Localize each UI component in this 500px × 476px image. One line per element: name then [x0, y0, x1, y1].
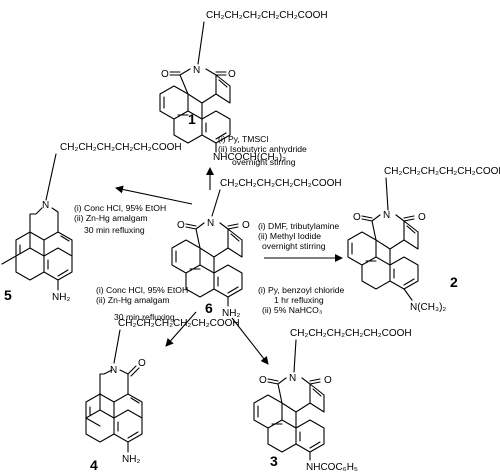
imide-nitrogen-label: N — [383, 210, 390, 221]
benzisoquinoline-skeleton — [1, 207, 73, 291]
compound-number: 6 — [205, 300, 213, 316]
compound-number: 2 — [450, 274, 458, 290]
condition-line: (i) Conc HCl, 95% EtOH — [96, 285, 188, 295]
conditions-to-compound-2: (i) DMF, tributylamine (ii) Methyl Iodid… — [258, 221, 339, 251]
condition-line: overnight stirring — [262, 241, 326, 251]
hexanoic-acid-chain: CH₂CH₂CH₂CH₂CH₂COOH — [290, 328, 412, 339]
condition-line: (i) Conc HCl, 95% EtOH — [74, 203, 166, 213]
hexanoic-acid-chain: CH₂CH₂CH₂CH₂CH₂COOH — [384, 166, 500, 177]
condition-line: (i) DMF, tributylamine — [258, 221, 339, 231]
conditions-to-compound-4: (i) Conc HCl, 95% EtOH (ii) Zn-Hg amalga… — [96, 285, 188, 322]
oxygen-atom-label: O — [259, 375, 267, 386]
naphthalimide-skeleton — [171, 222, 243, 307]
condition-line: (ii) Methyl Iodide — [258, 231, 321, 241]
hexanoic-acid-chain: CH₂CH₂CH₂CH₂CH₂COOH — [220, 178, 342, 189]
imide-carbonyls: O O N — [177, 218, 250, 231]
naphthalimide-skeleton — [253, 377, 325, 461]
compound-2: O O N CH₂CH₂CH₂CH₂CH₂COOH N(CH₃)₂ 2 — [347, 166, 500, 313]
dimethylamino-substituent: N(CH₃)₂ — [410, 302, 446, 313]
imide-nitrogen-label: N — [289, 373, 296, 384]
compound-3: O O N CH₂CH₂CH₂CH₂CH₂COOH NHCOC₆H₅ 3 — [253, 328, 412, 473]
amino-substituent: NH₂ — [52, 292, 70, 303]
naphthalimide-skeleton — [159, 68, 231, 153]
oxygen-atom-label: O — [242, 220, 250, 231]
condition-line: 1 hr refluxing — [274, 295, 324, 305]
compound-number: 3 — [270, 453, 278, 469]
lactam-nitrogen-label: N — [110, 365, 117, 376]
conditions-to-compound-1: (i) Py, TMSCl (ii) Isobutyric anhydride … — [218, 134, 307, 167]
compound-1: O O N CH₂CH₂CH₂CH₂CH₂COOH NHCOCH(CH₃)₂ 1 — [159, 10, 328, 163]
oxygen-atom-label: O — [228, 69, 236, 80]
condition-line: (ii) Zn-Hg amalgam — [96, 295, 170, 305]
condition-line: (ii) 5% NaHCO₃ — [262, 305, 323, 315]
compound-number: 4 — [90, 457, 98, 473]
imide-nitrogen-label: N — [193, 65, 200, 76]
isobutyramido-substituent: NHCOCH(CH₃)₂ — [213, 152, 286, 163]
condition-line: (i) Py, TMSCl — [218, 134, 268, 144]
hexanoic-acid-chain: CH₂CH₂CH₂CH₂CH₂COOH — [206, 10, 328, 21]
conditions-to-compound-3: (i) Py, benzoyl chloride 1 hr refluxing … — [258, 285, 345, 315]
arrow-to-compound-5 — [115, 185, 193, 205]
amino-substituent: NH₂ — [122, 454, 140, 465]
arrow-to-compound-4 — [165, 311, 197, 347]
compound-number: 1 — [188, 111, 196, 127]
hexanoic-acid-chain: CH₂CH₂CH₂CH₂CH₂COOH — [60, 142, 182, 153]
condition-line: 30 min refluxing — [114, 312, 175, 322]
benzamido-substituent: NHCOC₆H₅ — [306, 462, 358, 473]
oxygen-atom-label: O — [177, 220, 185, 231]
compound-5: N CH₂CH₂CH₂CH₂CH₂COOH NH₂ 5 — [1, 142, 182, 303]
condition-line: (ii) Isobutyric anhydride — [218, 144, 307, 154]
naphthalimide-skeleton — [347, 214, 419, 301]
condition-line: (ii) Zn-Hg amalgam — [74, 213, 148, 223]
oxygen-atom-label: O — [138, 358, 146, 369]
oxygen-atom-label: O — [161, 69, 169, 80]
condition-line: (i) Py, benzoyl chloride — [258, 285, 345, 295]
compound-number: 5 — [4, 287, 12, 303]
imide-nitrogen-label: N — [207, 218, 214, 229]
compound-4: O N CH₂CH₂CH₂CH₂CH₂COOH NH₂ 4 — [85, 318, 240, 473]
hexanoic-acid-chain: CH₂CH₂CH₂CH₂CH₂COOH — [118, 318, 240, 329]
oxygen-atom-label: O — [353, 212, 361, 223]
benzisoquinolinone-skeleton — [85, 365, 143, 453]
amine-nitrogen-label: N — [42, 200, 49, 211]
imide-carbonyls: O O N — [353, 210, 426, 223]
oxygen-atom-label: O — [324, 375, 332, 386]
oxygen-atom-label: O — [418, 212, 426, 223]
imide-carbonyls: O O N — [259, 373, 332, 386]
conditions-to-compound-5: (i) Conc HCl, 95% EtOH (ii) Zn-Hg amalga… — [74, 203, 166, 235]
condition-line: 30 min refluxing — [84, 225, 145, 235]
compound-6: O O N CH₂CH₂CH₂CH₂CH₂COOH NH₂ 6 — [171, 178, 342, 319]
amino-substituent: NH₂ — [222, 308, 240, 319]
imide-carbonyls: O O N — [161, 65, 236, 80]
condition-line: overnight stirring — [232, 157, 296, 167]
arrow-to-compound-3 — [231, 317, 269, 365]
